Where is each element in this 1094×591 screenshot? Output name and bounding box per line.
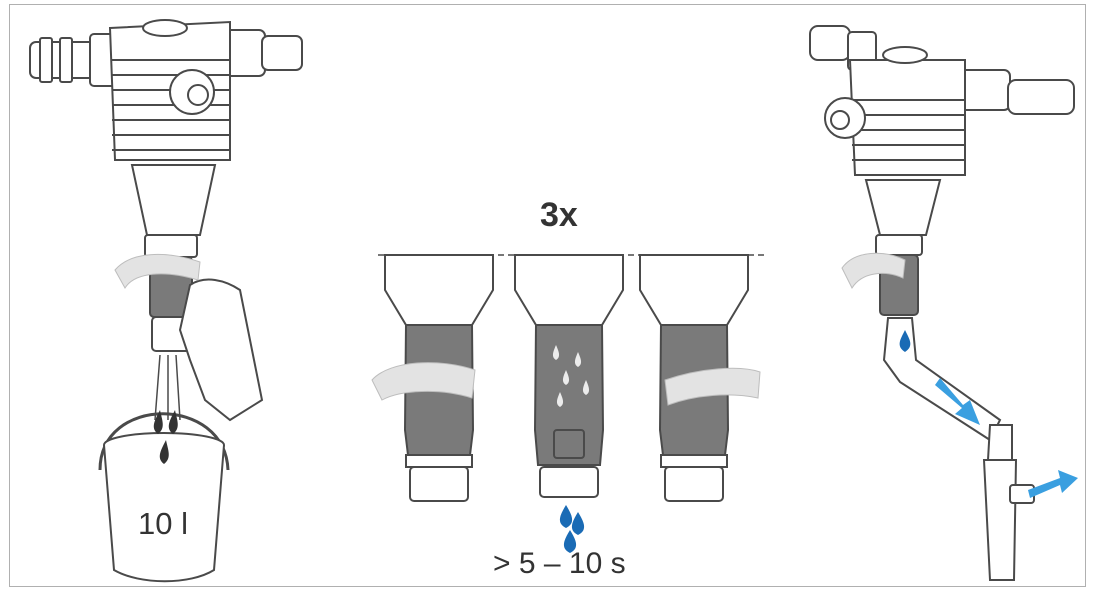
rotate-arrow-icon xyxy=(841,252,906,290)
rotate-arrow-icon xyxy=(664,367,761,406)
flow-arrow-icon xyxy=(1028,470,1078,498)
right-filter-bowl xyxy=(864,179,942,316)
rotate-arrow-icon xyxy=(114,253,201,289)
filter-unit-2 xyxy=(514,254,624,498)
middle-panel xyxy=(371,254,768,553)
water-drop-icon xyxy=(899,330,911,352)
rotate-arrow-icon xyxy=(371,362,476,401)
illustration-frame xyxy=(9,4,1086,587)
left-bucket xyxy=(98,412,230,583)
left-hand xyxy=(178,278,264,422)
left-filter-head xyxy=(108,19,231,161)
left-panel xyxy=(29,19,303,583)
left-dark-drops xyxy=(153,410,178,464)
duration-label: > 5 – 10 s xyxy=(493,547,626,580)
repeat-count-label: 3x xyxy=(540,196,578,234)
left-water-stream xyxy=(154,354,181,421)
right-filter-head xyxy=(824,46,966,176)
filter-2-inner-drops xyxy=(552,345,590,407)
bucket-volume-label: 10 l xyxy=(138,506,188,541)
flow-arrow-icon xyxy=(935,378,980,425)
drain-hose xyxy=(882,317,1035,581)
right-panel xyxy=(809,25,1078,581)
water-drop-icon xyxy=(559,505,585,553)
